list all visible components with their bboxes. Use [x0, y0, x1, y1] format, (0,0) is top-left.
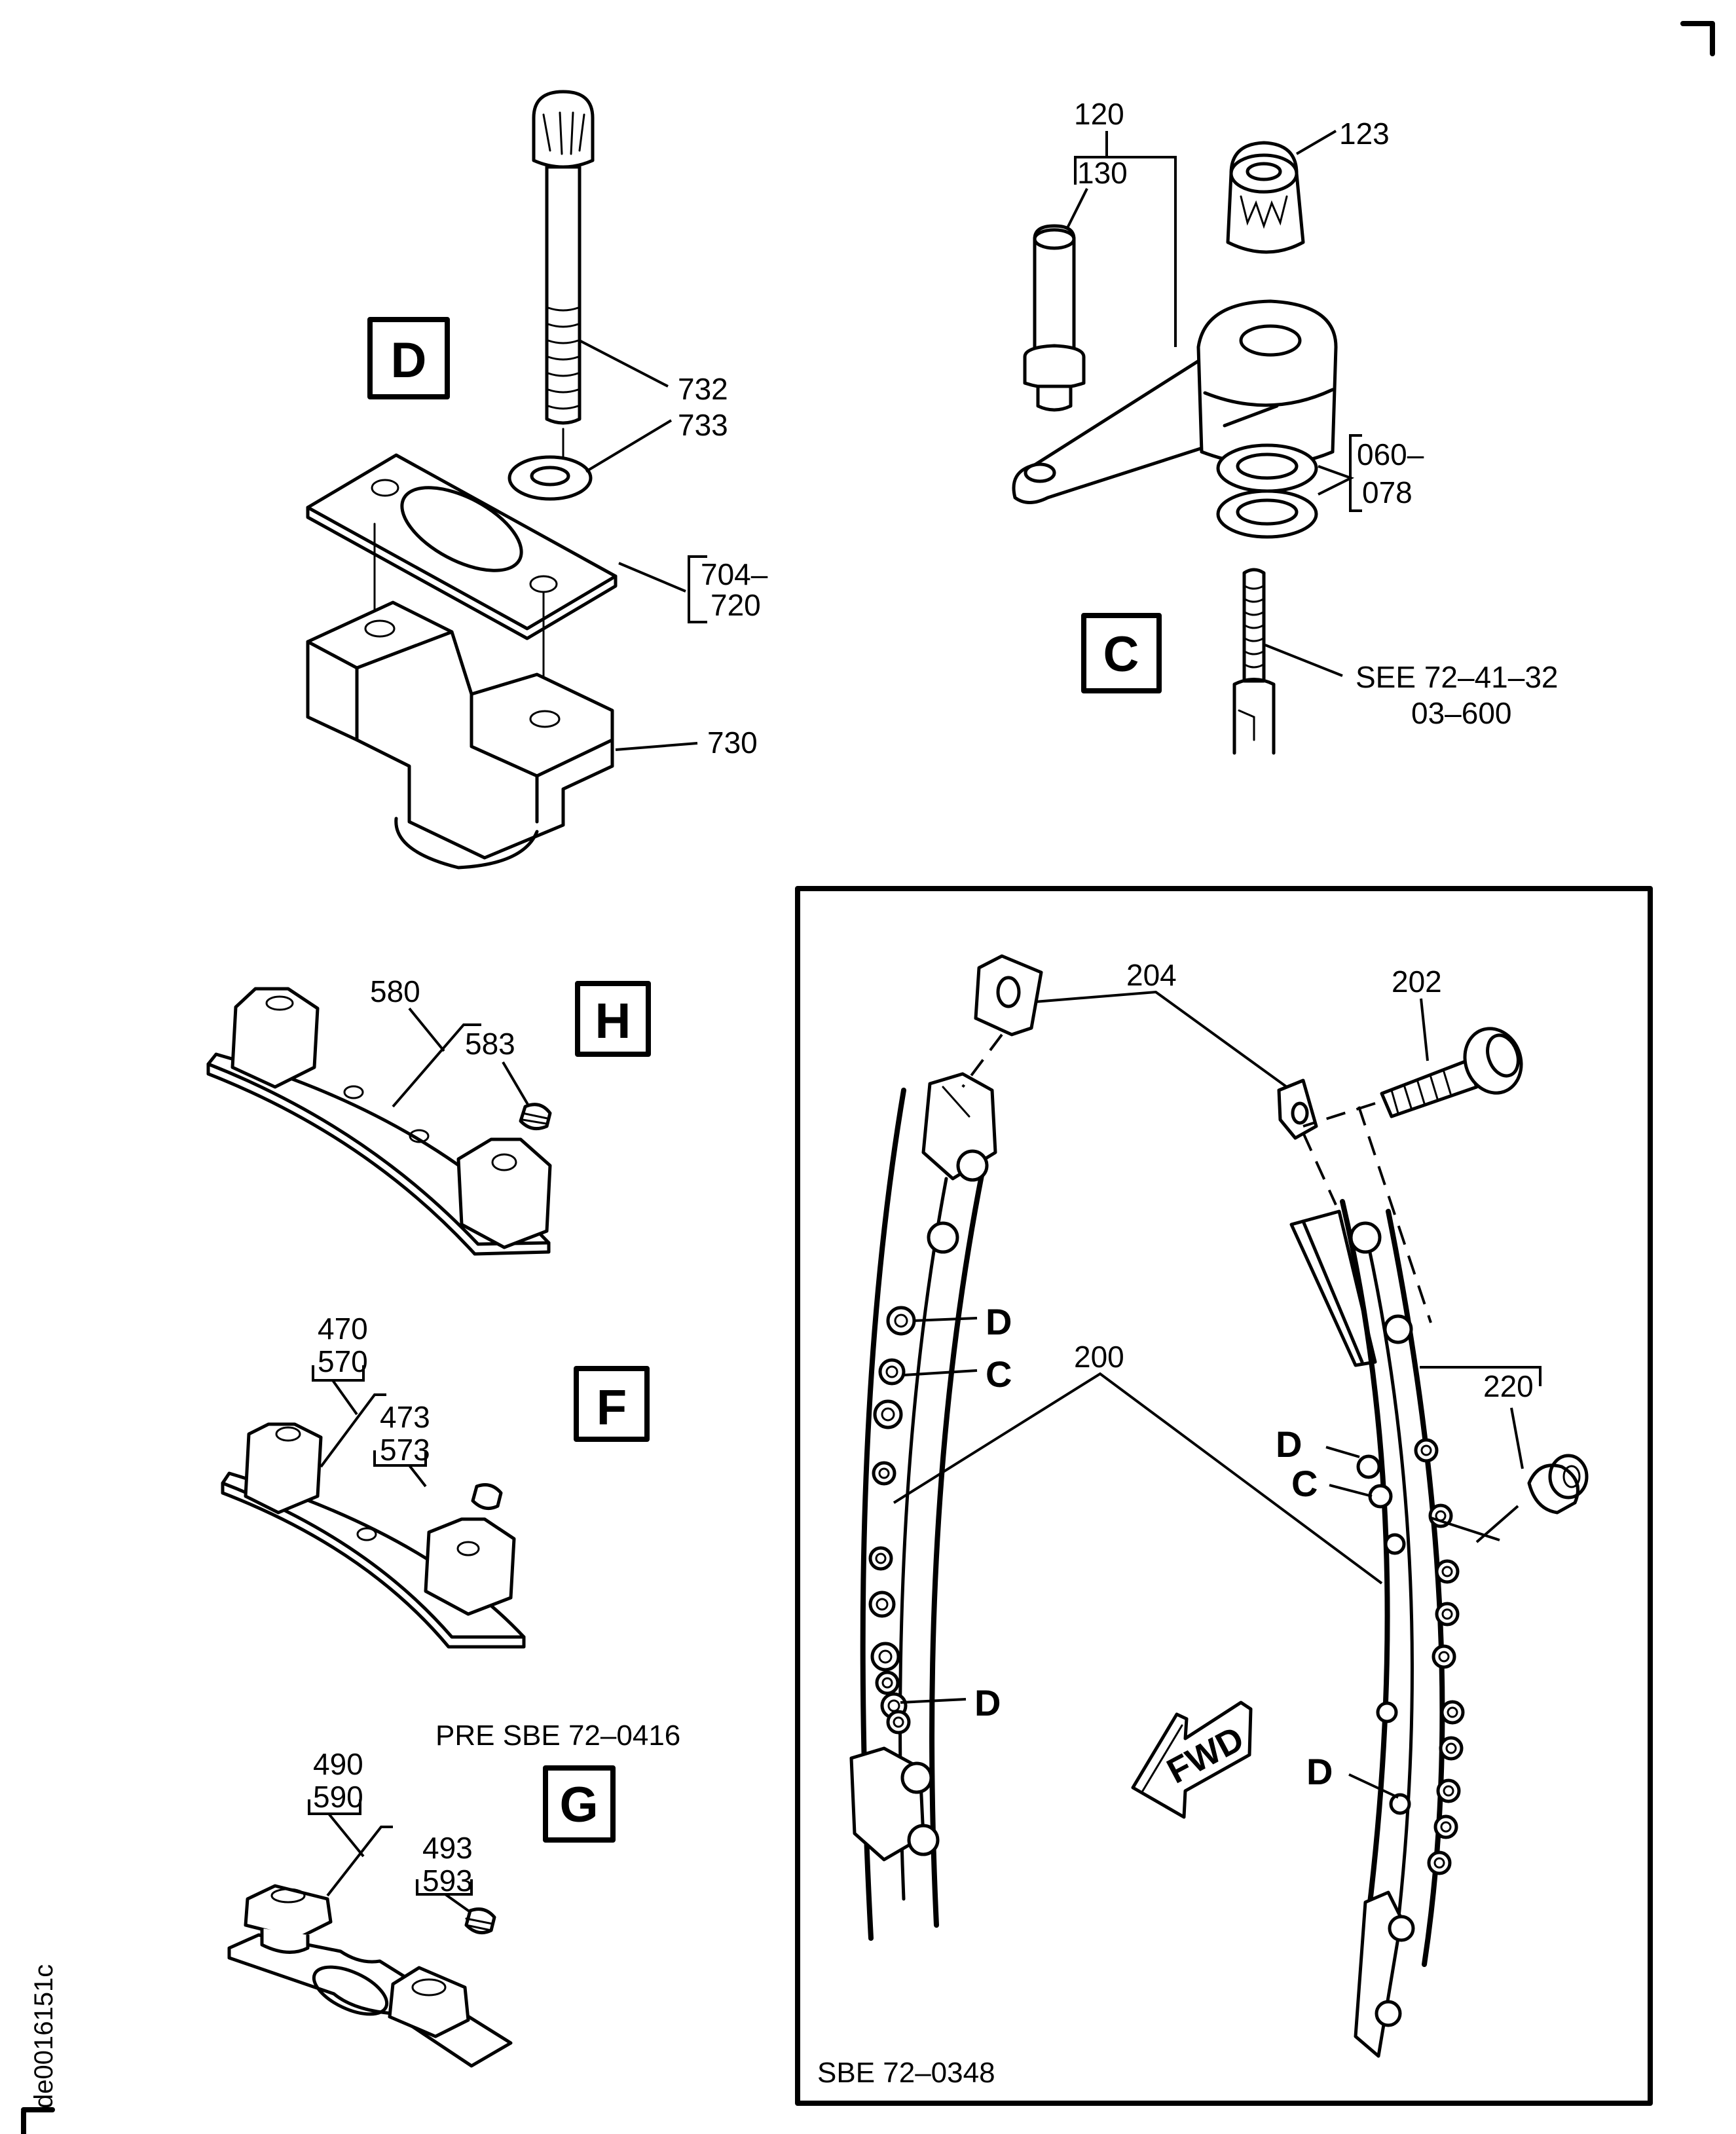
callout-060: 060– [1357, 437, 1424, 471]
view-g-letter-box [543, 1765, 616, 1843]
view-d-letter-box [367, 317, 450, 399]
callout-493: 493 [422, 1831, 473, 1865]
ref-label-d-3: D [1276, 1424, 1302, 1465]
callout-593: 593 [422, 1864, 473, 1898]
pin-130 [1023, 224, 1086, 412]
view-f: F 470 570 473 573 [221, 1312, 650, 1649]
callout-130: 130 [1077, 156, 1128, 190]
main-view-note: SBE 72–0348 [817, 2057, 995, 2089]
view-c-letter: C [1103, 627, 1139, 682]
callout-200: 200 [1074, 1340, 1124, 1374]
callout-720: 720 [711, 588, 761, 622]
main-view-border [795, 886, 1653, 2106]
callout-123: 123 [1339, 117, 1390, 151]
washer-733 [508, 455, 593, 501]
corner-mark-bottom-left [21, 2107, 55, 2134]
see-reference-line2: 03–600 [1411, 696, 1512, 730]
main-view-frame: D C D 204 202 [795, 886, 1653, 2106]
ref-label-c-2: C [1291, 1463, 1318, 1504]
stud [1232, 568, 1276, 755]
document-id: de0016151c [29, 1964, 58, 2108]
nut-123 [1226, 141, 1305, 254]
arm-assembly-120 [1012, 299, 1338, 504]
segment-200-right [1289, 1199, 1445, 2058]
callout-733: 733 [678, 408, 728, 442]
view-g-letter: G [559, 1777, 598, 1833]
plug-220 [1527, 1454, 1589, 1515]
callout-570: 570 [318, 1344, 368, 1378]
callout-473: 473 [380, 1400, 430, 1434]
view-c-letter-box [1081, 613, 1162, 693]
callout-573: 573 [380, 1433, 430, 1467]
segment-200-left-fasteners [868, 1306, 916, 1735]
view-f-letter-box [574, 1366, 650, 1442]
callout-470: 470 [318, 1312, 368, 1346]
callout-078: 078 [1362, 475, 1413, 509]
callout-490: 490 [313, 1747, 363, 1781]
callout-583: 583 [465, 1027, 515, 1061]
view-d-letter: D [391, 333, 427, 388]
view-h: H 580 583 [206, 974, 651, 1256]
segment-490 [227, 1933, 513, 2068]
callout-202: 202 [1392, 965, 1442, 999]
view-f-letter: F [597, 1380, 627, 1435]
callout-730: 730 [707, 726, 758, 760]
callout-704: 704– [701, 557, 768, 591]
segment-200-left [849, 1072, 997, 1941]
view-h-letter: H [595, 993, 631, 1049]
callout-204: 204 [1126, 958, 1177, 992]
view-g-note: PRE SBE 72–0416 [435, 1720, 680, 1752]
ref-label-d-1: D [986, 1301, 1012, 1342]
view-d: D 732 733 [306, 90, 768, 870]
nut-plate-204-right [1277, 1078, 1318, 1140]
callout-220: 220 [1483, 1369, 1534, 1403]
ref-label-d-4: D [1306, 1751, 1333, 1792]
view-c: C [1012, 97, 1559, 755]
callout-580: 580 [370, 974, 420, 1008]
callout-120: 120 [1074, 97, 1124, 131]
fwd-arrow-icon: FWD [1131, 1701, 1253, 1819]
ref-label-c-1: C [986, 1353, 1012, 1395]
washers-060-078 [1216, 443, 1318, 539]
bolt-732 [532, 90, 595, 463]
callout-590: 590 [313, 1780, 363, 1814]
callout-732: 732 [678, 372, 728, 406]
ref-label-d-2: D [974, 1682, 1001, 1723]
view-g: PRE SBE 72–0416 G 490 590 493 593 [227, 1720, 680, 2068]
corner-mark-top-right [1680, 21, 1715, 56]
segment-200-right-fasteners [1356, 1438, 1465, 1875]
nut-plate-204-left [974, 954, 1043, 1037]
view-h-letter-box [575, 981, 651, 1057]
bolt-202 [1380, 1027, 1523, 1118]
block-730 [306, 600, 614, 860]
see-reference-line1: SEE 72–41–32 [1356, 660, 1559, 694]
